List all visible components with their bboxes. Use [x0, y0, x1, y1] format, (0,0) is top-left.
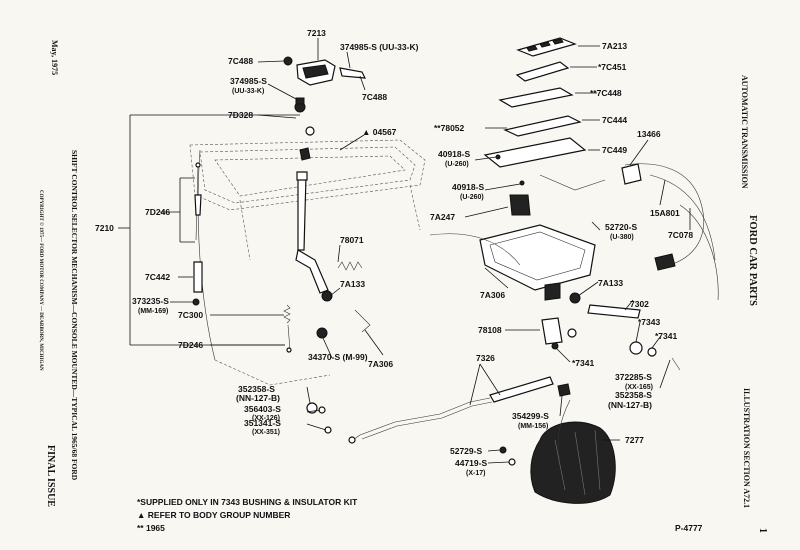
- callout: 7326: [476, 353, 495, 363]
- callout: 7210: [95, 223, 114, 233]
- callout: 7A133: [598, 278, 623, 288]
- callout: 7C488: [362, 92, 387, 102]
- callout: (U-260): [445, 161, 469, 168]
- callout: 7C449: [602, 145, 627, 155]
- copyright-label: COPYRIGHT © 1975— FORD MOTOR COMPANY — D…: [38, 190, 44, 371]
- callout: (XX-165): [625, 384, 653, 391]
- footnotes: *SUPPLIED ONLY IN 7343 BUSHING & INSULAT…: [137, 497, 703, 533]
- category-label: AUTOMATIC TRANSMISSION: [740, 75, 749, 189]
- final-issue-label: FINAL ISSUE: [45, 445, 56, 507]
- diagram-title: SHIFT CONTROL SELECTOR MECHANISM—CONSOLE…: [70, 150, 79, 481]
- callout: 7A247: [430, 212, 455, 222]
- brand-label: FORD CAR PARTS: [747, 215, 758, 306]
- callout: *7341: [572, 358, 594, 368]
- callout: (NN-127-B): [608, 400, 652, 410]
- callout: 7D246: [145, 207, 170, 217]
- page-number: 1: [757, 528, 768, 533]
- callout: 373235-S: [132, 296, 169, 306]
- selector-stack: [429, 37, 719, 301]
- callout: 7277: [625, 435, 644, 445]
- callout: (UU-33-K): [232, 88, 264, 95]
- callout: 7D246: [178, 340, 203, 350]
- callout: *7341: [655, 331, 677, 341]
- callout: (X-17): [466, 470, 485, 477]
- callout: 7C300: [178, 310, 203, 320]
- callout: 356403-S: [244, 404, 281, 414]
- callout: (MM-169): [138, 308, 168, 315]
- callout: **7C448: [590, 88, 622, 98]
- callout: 7C078: [668, 230, 693, 240]
- callout: 7A133: [340, 279, 365, 289]
- callout: 7A306: [368, 359, 393, 369]
- lower-linkage: [306, 292, 681, 504]
- footnote-supplied: *SUPPLIED ONLY IN 7343 BUSHING & INSULAT…: [137, 497, 358, 507]
- page-code: P-4777: [675, 523, 703, 533]
- right-margin: AUTOMATIC TRANSMISSION FORD CAR PARTS IL…: [740, 75, 768, 533]
- footnote-1965: ** 1965: [137, 523, 165, 533]
- callout: 7302: [630, 299, 649, 309]
- callout: 78071: [340, 235, 364, 245]
- callout: 7D328: [228, 110, 253, 120]
- callout: 7A213: [602, 41, 627, 51]
- callout: (NN-127-B): [236, 393, 280, 403]
- callout: (MM-156): [518, 423, 548, 430]
- callout: *7343: [638, 317, 660, 327]
- callout: 52720-S: [605, 222, 637, 232]
- callout: (U-260): [460, 194, 484, 201]
- callout: 40918-S: [452, 182, 484, 192]
- callout: 354299-S: [512, 411, 549, 421]
- callout: 13466: [637, 129, 661, 139]
- callout: (U-380): [610, 234, 634, 241]
- callout: 78108: [478, 325, 502, 335]
- callout: 15A801: [650, 208, 680, 218]
- callout: 352358-S: [615, 390, 652, 400]
- callout: (XX-351): [252, 429, 280, 436]
- callout: 352358-S: [238, 384, 275, 394]
- callout: 7C488: [228, 56, 253, 66]
- callouts: 7213 374985-S (UU-33-K) 7C488 374985-S (…: [95, 28, 693, 477]
- illustration-label: ILLUSTRATION SECTION A72.1: [742, 388, 751, 508]
- callout: 7C444: [602, 115, 627, 125]
- callout: 44719-S: [455, 458, 487, 468]
- callout: 7C442: [145, 272, 170, 282]
- callout: ▲ 04567: [362, 127, 397, 137]
- callout: 7A306: [480, 290, 505, 300]
- callout: 52729-S: [450, 446, 482, 456]
- date-label: May, 1975: [50, 40, 59, 75]
- callout: (XX-126): [252, 415, 280, 422]
- callout: 374985-S: [230, 76, 267, 86]
- callout: 34370-S (M-99): [308, 352, 368, 362]
- callout: 372285-S: [615, 372, 652, 382]
- callout: *7C451: [598, 62, 627, 72]
- leader-lines: [160, 38, 691, 464]
- callout: 351341-S: [244, 418, 281, 428]
- callout: 7213: [307, 28, 326, 38]
- shift-lever-assembly: [192, 56, 371, 353]
- callout: 374985-S (UU-33-K): [340, 42, 419, 52]
- callout: **78052: [434, 123, 465, 133]
- left-margin: May, 1975 SHIFT CONTROL SELECTOR MECHANI…: [38, 40, 79, 507]
- callout: 40918-S: [438, 149, 470, 159]
- footnote-body-group: ▲ REFER TO BODY GROUP NUMBER: [137, 510, 290, 520]
